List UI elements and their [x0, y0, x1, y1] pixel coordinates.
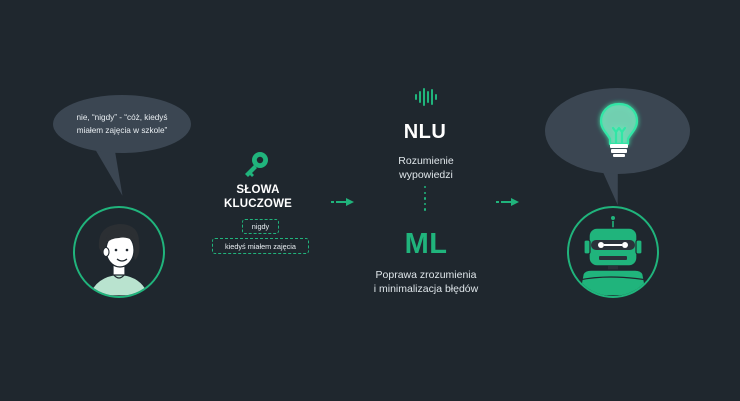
- keywords-title-line1: SŁOWA: [236, 184, 280, 196]
- robot-icon: [578, 215, 648, 296]
- nlu-title: NLU: [403, 121, 447, 143]
- user-speech-bubble: nie, “nigdy” - “cóż, kiedyś miałem zajęc…: [53, 95, 191, 153]
- robot-avatar: [567, 206, 659, 298]
- nlu-description-line2: wypowiedzi: [399, 169, 453, 181]
- key-icon: [245, 152, 268, 177]
- person-illustration: [88, 224, 150, 296]
- dotted-connector: [424, 186, 427, 214]
- person-avatar: [73, 206, 165, 298]
- user-speech-text: nie, “nigdy” - “cóż, kiedyś miałem zajęc…: [76, 113, 168, 135]
- sound-wave-icon: [415, 88, 437, 106]
- nlu-description: Rozumienie wypowiedzi: [370, 154, 482, 182]
- keyword-chip: kiedyś miałem zajęcia: [212, 238, 309, 254]
- ml-description-line1: Poprawa zrozumienia: [375, 269, 477, 281]
- ml-title: ML: [404, 228, 448, 260]
- arrow-right-icon: [331, 198, 354, 206]
- ml-description-line2: i minimalizacja błędów: [373, 283, 479, 295]
- keyword-chip: nigdy: [242, 219, 279, 234]
- keywords-title-line2: KLUCZOWE: [223, 198, 293, 210]
- lightbulb-icon: [599, 102, 639, 157]
- arrow-right-icon: [496, 198, 519, 206]
- nlu-description-line1: Rozumienie: [398, 155, 454, 167]
- keywords-title: SŁOWA KLUCZOWE: [212, 183, 304, 211]
- ml-description: Poprawa zrozumienia i minimalizacja błęd…: [356, 268, 496, 296]
